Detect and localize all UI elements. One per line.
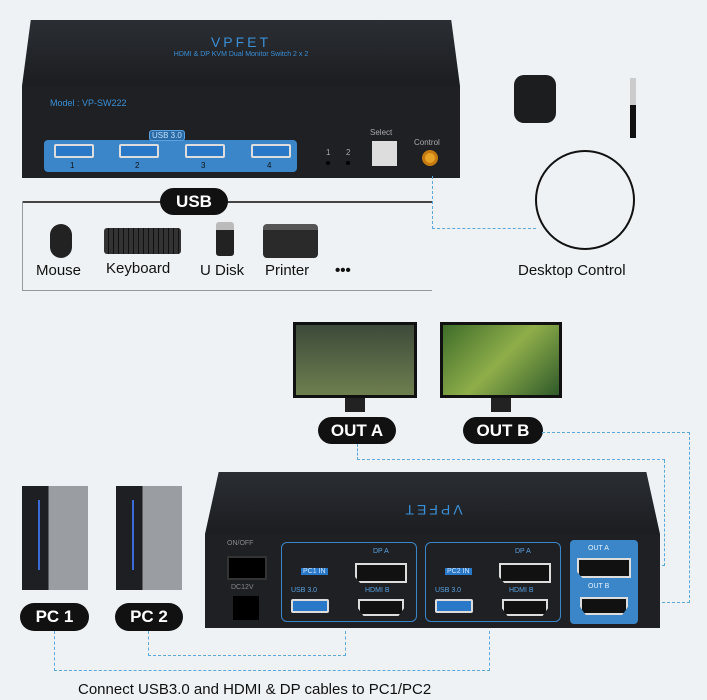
pc2-hdmi-port[interactable] (502, 599, 548, 616)
usb-title: USB (160, 188, 228, 215)
usb-label: USB 3.0 (435, 587, 462, 594)
port-number: 3 (201, 161, 206, 170)
control-port[interactable] (422, 150, 438, 166)
hdmi-label: HDMI B (509, 587, 534, 594)
pc2-usb-port[interactable] (435, 599, 473, 613)
pc1-in-label: PC1 IN (301, 568, 328, 575)
usb-label: USB 3.0 (291, 587, 318, 594)
out-b-hdmi-port[interactable] (580, 597, 628, 615)
control-cable-line (432, 176, 536, 229)
out-a-port-label: OUT A (588, 545, 609, 552)
pc-2-cable (148, 631, 346, 656)
dc-power-port[interactable] (233, 596, 259, 620)
dc-label: DC12V (231, 584, 254, 591)
pc-1-label: PC 1 (20, 603, 89, 631)
desktop-control-puck[interactable] (514, 75, 556, 123)
usb-drive-icon (216, 222, 234, 256)
kvm-switch-rear: VPFET ON/OFF DC12V PC1 IN DP A USB 3.0 H… (205, 472, 660, 628)
product-subtitle: HDMI & DP KVM Dual Monitor Switch 2 x 2 (173, 51, 309, 58)
pc-2-label: PC 2 (115, 603, 183, 631)
pc1-input-group (281, 542, 417, 622)
monitor-b (440, 322, 562, 398)
select-label: Select (370, 128, 393, 137)
port-number: 2 (135, 161, 140, 170)
pc-light (38, 500, 40, 570)
desktop-control-label: Desktop Control (518, 262, 626, 279)
power-label: ON/OFF (227, 540, 254, 547)
pc-1-cable (54, 631, 490, 671)
caption: Connect USB3.0 and HDMI & DP cables to P… (78, 681, 432, 698)
usb-device-label: Printer (265, 262, 310, 279)
usb-port-1[interactable] (54, 144, 94, 158)
out-a-dp-port[interactable] (577, 558, 631, 578)
select-button[interactable] (372, 141, 397, 166)
out-a-cable (357, 444, 665, 460)
usb-device-label: Keyboard (106, 260, 171, 277)
mouse-icon (50, 224, 72, 258)
led-2 (346, 161, 350, 165)
dp-label: DP A (373, 548, 389, 555)
usb-port-2[interactable] (119, 144, 159, 158)
pc2-dp-port[interactable] (499, 563, 551, 583)
usb-port-3[interactable] (185, 144, 225, 158)
monitor-stand (491, 398, 511, 412)
audio-jack-icon (630, 78, 636, 138)
usb-port-4[interactable] (251, 144, 291, 158)
pc1-dp-port[interactable] (355, 563, 407, 583)
led-label: 1 (326, 148, 331, 157)
led-1 (326, 161, 330, 165)
keyboard-icon (104, 228, 181, 254)
pc2-in-label: PC2 IN (445, 568, 472, 575)
hdmi-label: HDMI B (365, 587, 390, 594)
port-number: 1 (70, 161, 75, 170)
control-label: Control (414, 138, 440, 147)
dp-label: DP A (515, 548, 531, 555)
pc2-input-group (425, 542, 561, 622)
model-label: Model : VP-SW222 (50, 98, 127, 108)
pc1-hdmi-port[interactable] (358, 599, 404, 616)
usb3-label: USB 3.0 (149, 130, 185, 141)
divider (22, 201, 23, 291)
usb-device-label: U Disk (200, 262, 245, 279)
pc-light (132, 500, 134, 570)
brand-logo: VPFET (402, 502, 463, 518)
printer-icon (263, 224, 318, 258)
out-a-label: OUT A (318, 417, 396, 444)
monitor-a (293, 322, 417, 398)
usb-device-label: Mouse (36, 262, 82, 279)
cable-coil (535, 150, 635, 250)
pc-2-tower (116, 486, 182, 590)
brand-logo: VPFET (210, 34, 272, 50)
led-label: 2 (346, 148, 351, 157)
out-b-port-label: OUT B (588, 583, 610, 590)
power-switch[interactable] (227, 556, 267, 580)
port-number: 4 (267, 161, 272, 170)
out-b-label: OUT B (463, 417, 543, 444)
pc1-usb-port[interactable] (291, 599, 329, 613)
monitor-stand (345, 398, 365, 412)
kvm-switch-front: VPFET HDMI & DP KVM Dual Monitor Switch … (22, 20, 460, 178)
divider (22, 290, 432, 291)
more-devices: ••• (335, 262, 351, 279)
pc-1-tower (22, 486, 88, 590)
